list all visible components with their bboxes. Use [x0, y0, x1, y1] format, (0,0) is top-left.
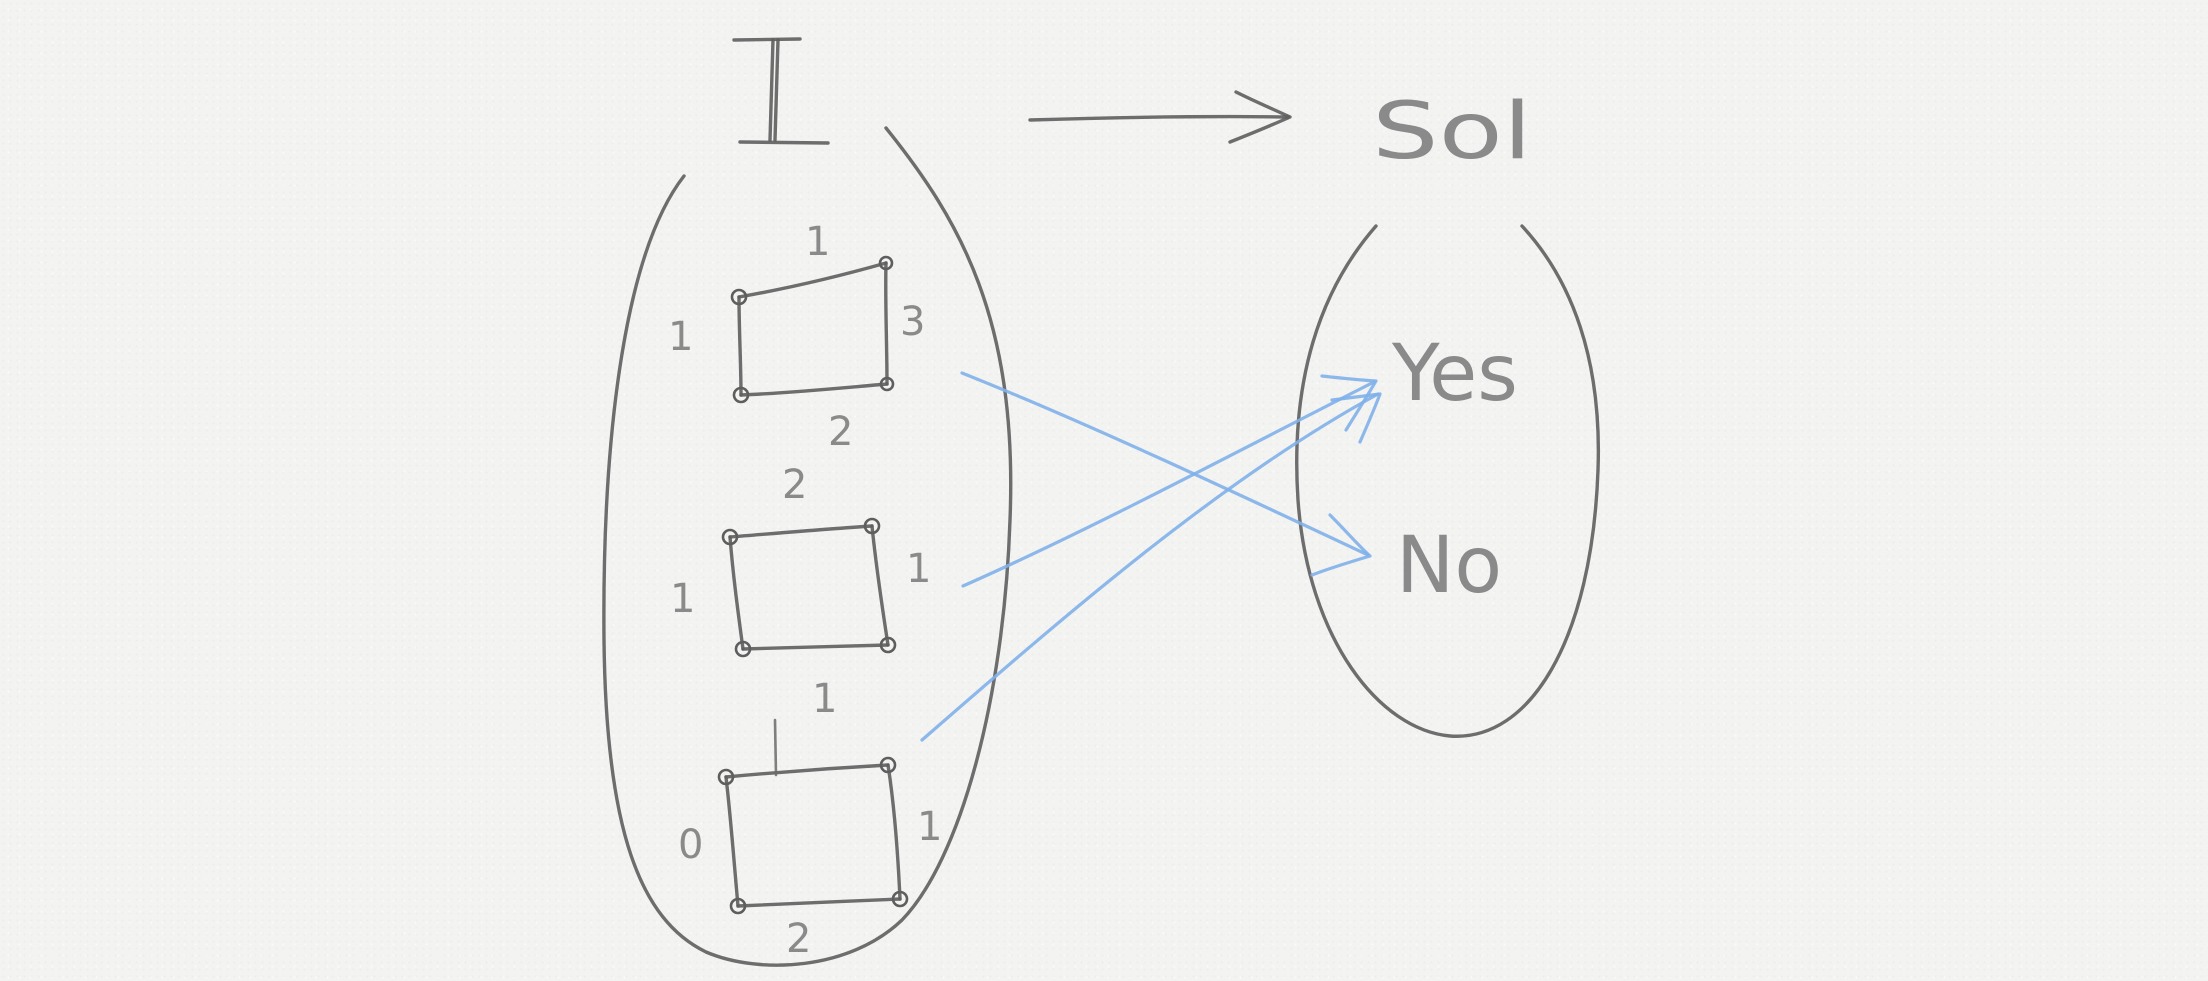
edge-label-left: 0 — [678, 822, 703, 868]
edge-label-bottom: 2 — [828, 409, 853, 455]
edge-bottom — [741, 643, 890, 651]
instance-set-label: I — [728, 69, 751, 159]
instance-graph-3: 1 1 2 0 — [678, 676, 942, 962]
solution-set-label: Sol — [1372, 87, 1532, 177]
instance-set: I 1 3 2 1 — [602, 37, 1013, 967]
edge-label-left: 1 — [668, 314, 693, 360]
edge-top — [737, 261, 888, 299]
solution-set: Sol Yes No — [1295, 87, 1601, 738]
edge-right — [870, 524, 890, 647]
edge-left — [737, 295, 743, 397]
instance-set-label-strokes — [732, 37, 830, 145]
edge-right — [884, 261, 889, 386]
edge-right — [886, 763, 902, 901]
edge-label-right: 3 — [900, 299, 925, 345]
edge-bottom — [739, 382, 889, 397]
instance-set-ellipse — [602, 126, 1013, 967]
edge-top — [724, 763, 890, 779]
edge-label-bottom: 2 — [786, 916, 811, 962]
solution-option-no: No — [1396, 521, 1502, 611]
edge-bottom — [736, 897, 902, 908]
mapping-arrows — [920, 371, 1382, 742]
edge-label-top: 2 — [782, 462, 807, 508]
edge-left — [728, 535, 745, 651]
mapping-arrow-instance-2-to-yes — [961, 374, 1378, 588]
edge-top — [728, 524, 874, 539]
edge-label-top: 1 — [812, 676, 837, 722]
instance-graph-1: 1 3 2 1 — [668, 219, 925, 455]
mapping-arrow-instance-1-to-no — [960, 371, 1372, 577]
edge-label-right: 1 — [906, 546, 931, 592]
mapping-arrow-instance-3-to-yes — [920, 392, 1382, 742]
edge-left — [724, 775, 740, 908]
instance-graph-2: 2 1 1 — [670, 462, 931, 658]
solution-option-yes: Yes — [1391, 329, 1518, 419]
edge-label-left: 1 — [670, 576, 695, 622]
edge-label-right: 1 — [917, 804, 942, 850]
edge-label-top: 1 — [805, 219, 830, 265]
edge-top-tick — [773, 718, 778, 777]
solution-set-ellipse — [1295, 224, 1601, 738]
arrow-instance-to-solution — [1028, 90, 1292, 144]
